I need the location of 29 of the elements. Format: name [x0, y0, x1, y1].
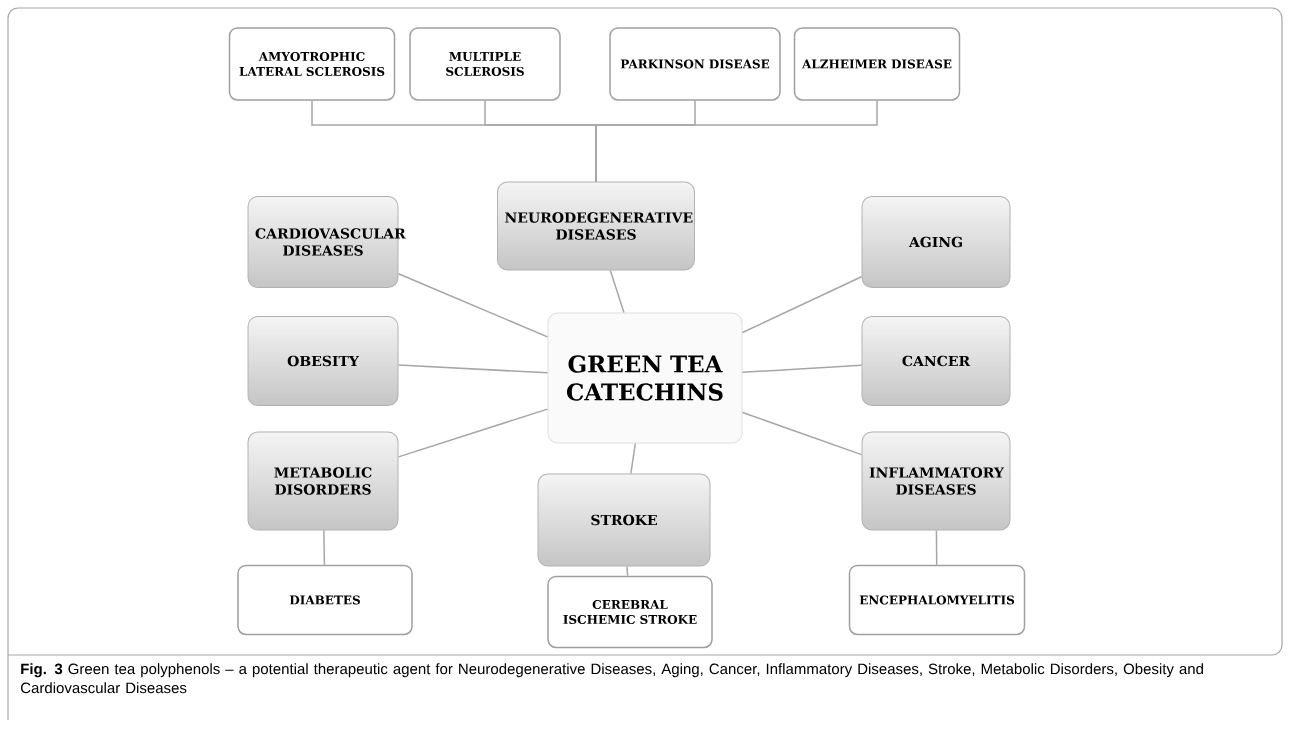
- disease-box: DIABETES: [237, 564, 413, 636]
- disease-box: CEREBRAL ISCHEMIC STROKE: [547, 575, 713, 649]
- disease-box: ENCEPHALOMYELITIS: [848, 564, 1026, 636]
- connector-line: [323, 529, 326, 566]
- disease-box: PARKINSON DISEASE: [609, 27, 781, 101]
- connector-line: [397, 364, 549, 374]
- category-box: INFLAMMATORY DISEASES: [861, 431, 1011, 531]
- category-box: CARDIOVASCULAR DISEASES: [247, 196, 406, 288]
- disease-box: AMYOTROPHIC LATERAL SCLEROSIS: [228, 27, 396, 101]
- connector-line: [741, 276, 863, 334]
- category-box: AGING: [861, 196, 1011, 288]
- disease-box: ALZHEIMER DISEASE: [793, 27, 961, 101]
- category-box: METABOLIC DISORDERS: [247, 431, 399, 531]
- center-box: GREEN TEA CATECHINS: [547, 312, 743, 444]
- connector-line: [595, 100, 878, 183]
- category-box: STROKE: [537, 473, 711, 567]
- connector-line: [609, 269, 625, 314]
- category-box: CANCER: [861, 316, 1011, 406]
- connector-line: [741, 411, 863, 456]
- connector-line: [935, 529, 938, 566]
- connector-line: [397, 408, 549, 458]
- connector-line: [397, 273, 549, 338]
- caption: Fig. 3 Green tea polyphenols – a potential therapeutic agent for Neurodegenerative Diseases, Aging, Cancer, Inflammatory Diseases, Stroke, Metabolic Disorders, Obesity and Cardiovascular Diseases: [21, 663, 1203, 694]
- category-box: NEURODEGENERATIVE DISEASES: [497, 181, 695, 271]
- connector-line: [741, 364, 863, 374]
- connector-line: [630, 442, 637, 475]
- connector-line: [626, 565, 629, 577]
- disease-box: MULTIPLE SCLEROSIS: [409, 27, 561, 101]
- category-box: OBESITY: [247, 316, 399, 406]
